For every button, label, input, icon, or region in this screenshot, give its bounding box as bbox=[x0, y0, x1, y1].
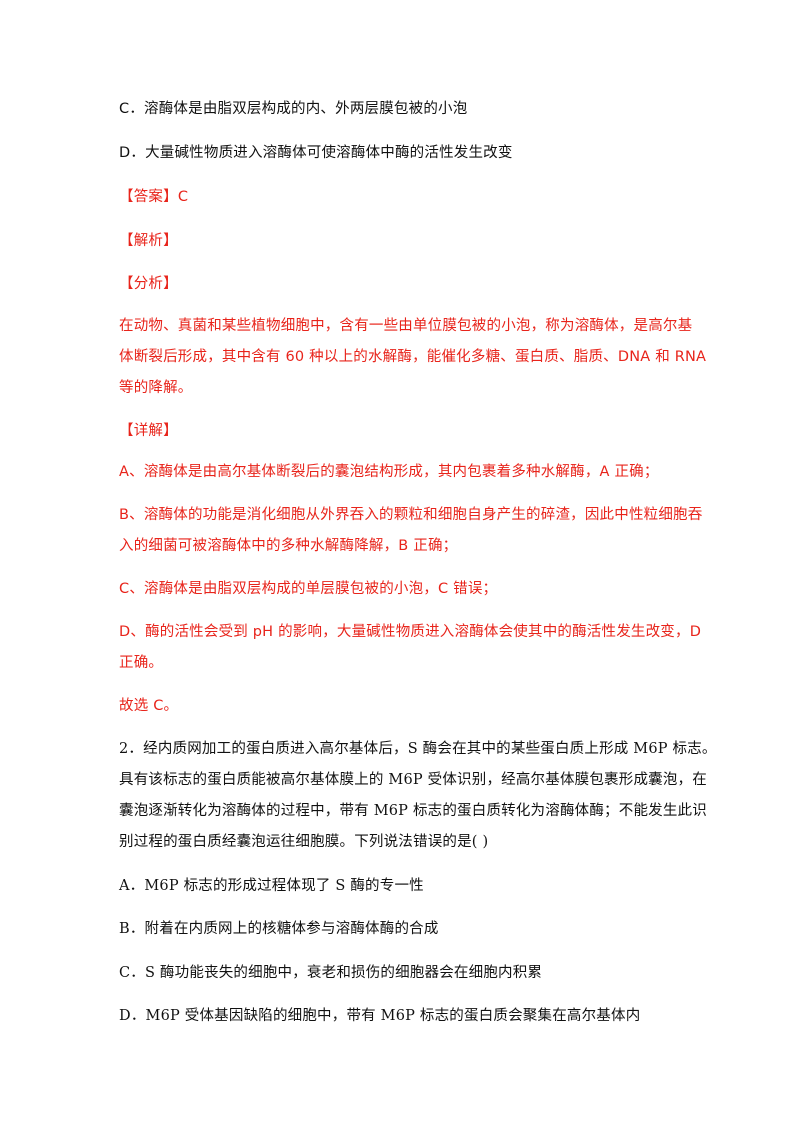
answer-line: 【答案】C bbox=[119, 187, 188, 207]
question-2-option-c: C．S 酶功能丧失的细胞中，衰老和损伤的细胞器会在细胞内积累 bbox=[119, 965, 543, 981]
question-2-option-a: A．M6P 标志的形成过程体现了 S 酶的专一性 bbox=[119, 878, 424, 894]
question-2-option-b: B．附着在内质网上的核糖体参与溶酶体酶的合成 bbox=[119, 921, 439, 937]
xiangjie-d: 正确。 bbox=[119, 655, 164, 671]
analysis-heading: 【解析】 bbox=[119, 233, 178, 249]
question-2-stem: 2．经内质网加工的蛋白质进入高尔基体后，S 酶会在其中的某些蛋白质上形成 M6P… bbox=[119, 741, 717, 757]
question-2-stem: 囊泡逐渐转化为溶酶体的过程中，带有 M6P 标志的蛋白质转化为溶酶体酶；不能发生… bbox=[119, 803, 707, 819]
option-c-prev: C．溶酶体是由脂双层构成的内、外两层膜包被的小泡 bbox=[119, 101, 468, 117]
answer-value: C bbox=[177, 189, 189, 205]
xiangjie-heading: 【详解】 bbox=[119, 423, 178, 439]
question-2-stem: 具有该标志的蛋白质能被高尔基体膜上的 M6P 受体识别，经高尔基体膜包裹形成囊泡… bbox=[119, 772, 707, 788]
xiangjie-c: C、溶酶体是由脂双层构成的单层膜包被的小泡，C 错误； bbox=[119, 581, 498, 597]
question-2-option-d: D．M6P 受体基因缺陷的细胞中，带有 M6P 标志的蛋白质会聚集在高尔基体内 bbox=[119, 1008, 641, 1024]
xiangjie-b: 入的细菌可被溶酶体中的多种水解酶降解，B 正确； bbox=[119, 538, 458, 554]
option-d-prev: D．大量碱性物质进入溶酶体可使溶酶体中酶的活性发生改变 bbox=[119, 145, 513, 161]
answer-label: 【答案】 bbox=[119, 189, 178, 205]
xiangjie-d: D、酶的活性会受到 pH 的影响，大量碱性物质进入溶酶体会使其中的酶活性发生改变… bbox=[119, 624, 702, 640]
fenxi-line: 等的降解。 bbox=[119, 380, 193, 396]
xiangjie-a: A、溶酶体是由高尔基体断裂后的囊泡结构形成，其内包裹着多种水解酶，A 正确； bbox=[119, 464, 659, 480]
conclusion: 故选 C。 bbox=[119, 698, 179, 714]
fenxi-heading: 【分析】 bbox=[119, 276, 178, 292]
question-2-stem: 别过程的蛋白质经囊泡运往细胞膜。下列说法错误的是( ) bbox=[119, 834, 489, 850]
fenxi-line: 体断裂后形成，其中含有 60 种以上的水解酶，能催化多糖、蛋白质、脂质、DNA … bbox=[119, 349, 707, 365]
xiangjie-b: B、溶酶体的功能是消化细胞从外界吞入的颗粒和细胞自身产生的碎渣，因此中性粒细胞吞 bbox=[119, 507, 703, 523]
fenxi-line: 在动物、真菌和某些植物细胞中，含有一些由单位膜包被的小泡，称为溶酶体，是高尔基 bbox=[119, 318, 693, 334]
